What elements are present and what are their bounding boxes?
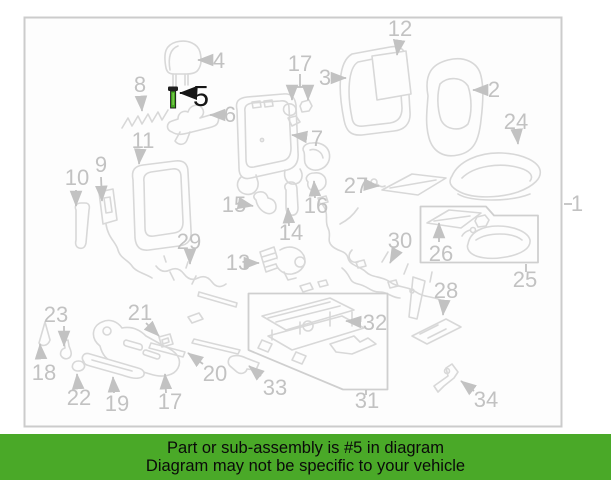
trim-panel-drawing bbox=[131, 160, 192, 251]
part-label-22: 22 bbox=[67, 385, 91, 410]
part-label-19: 19 bbox=[105, 391, 129, 416]
banner-line1: Part or sub-assembly is #5 in diagram bbox=[167, 439, 444, 457]
part-label-8: 8 bbox=[134, 72, 146, 97]
banner-line2: Diagram may not be specific to your vehi… bbox=[145, 457, 466, 475]
part-label-31: 31 bbox=[355, 388, 379, 413]
part-label-12: 12 bbox=[388, 16, 412, 41]
part-label-16: 16 bbox=[304, 193, 328, 218]
part-label-15: 15 bbox=[222, 192, 246, 217]
part-label-7: 7 bbox=[311, 126, 323, 151]
part-label-6: 6 bbox=[224, 102, 236, 127]
guide-bracket-drawing bbox=[166, 104, 220, 146]
seatback-frame-drawing bbox=[235, 93, 303, 196]
recliner-cover-drawing bbox=[302, 142, 331, 192]
cushion-box-drawing bbox=[419, 205, 539, 264]
highlighted-bolt bbox=[168, 86, 178, 109]
part-label-1: 1 bbox=[571, 191, 583, 216]
part-label-24: 24 bbox=[504, 109, 528, 134]
part-label-18: 18 bbox=[32, 360, 56, 385]
part-label-27: 27 bbox=[344, 173, 368, 198]
back-cushion-drawing bbox=[425, 58, 484, 157]
info-banner: Part or sub-assembly is #5 in diagram Di… bbox=[0, 434, 611, 480]
part-label-29: 29 bbox=[177, 229, 201, 254]
part-label-14: 14 bbox=[279, 220, 303, 245]
part-label-33: 33 bbox=[263, 375, 287, 400]
main-harness-drawing bbox=[317, 195, 445, 303]
spring-drawing bbox=[121, 109, 169, 129]
part-label-21: 21 bbox=[128, 300, 152, 325]
motor-drawing bbox=[259, 246, 306, 281]
track-box-drawing bbox=[247, 279, 389, 391]
rod-drawing bbox=[197, 291, 238, 308]
part-label-3: 3 bbox=[319, 65, 331, 90]
diamond-drawing bbox=[187, 312, 204, 324]
frame3-panel12-drawing bbox=[339, 45, 412, 136]
exploded-seat-diagram: 1234567891011121314151617171819202122232… bbox=[23, 16, 583, 428]
part-label-17: 17 bbox=[288, 51, 312, 76]
part-label-26: 26 bbox=[429, 241, 453, 266]
part-label-13: 13 bbox=[226, 250, 250, 275]
strip-drawing bbox=[191, 338, 241, 355]
part-label-25: 25 bbox=[513, 267, 537, 292]
part-label-5: 5 bbox=[193, 81, 209, 113]
part-label-23: 23 bbox=[44, 302, 68, 327]
part15-drawing bbox=[253, 191, 277, 215]
part-label-30: 30 bbox=[388, 228, 412, 253]
part-label-20: 20 bbox=[203, 361, 227, 386]
part-label-4: 4 bbox=[213, 48, 225, 73]
part-label-28: 28 bbox=[434, 278, 458, 303]
part-label-32: 32 bbox=[363, 310, 387, 335]
part-label-11: 11 bbox=[132, 128, 155, 153]
part-label-10: 10 bbox=[65, 165, 89, 190]
part-label-2: 2 bbox=[488, 77, 500, 102]
harness29-drawing bbox=[155, 255, 227, 288]
seat-cushion-drawing bbox=[449, 152, 542, 201]
part-label-9: 9 bbox=[95, 152, 107, 177]
part-label-34: 34 bbox=[474, 387, 498, 412]
part-label-17: 17 bbox=[158, 389, 182, 414]
bracket-drawing bbox=[408, 276, 462, 393]
